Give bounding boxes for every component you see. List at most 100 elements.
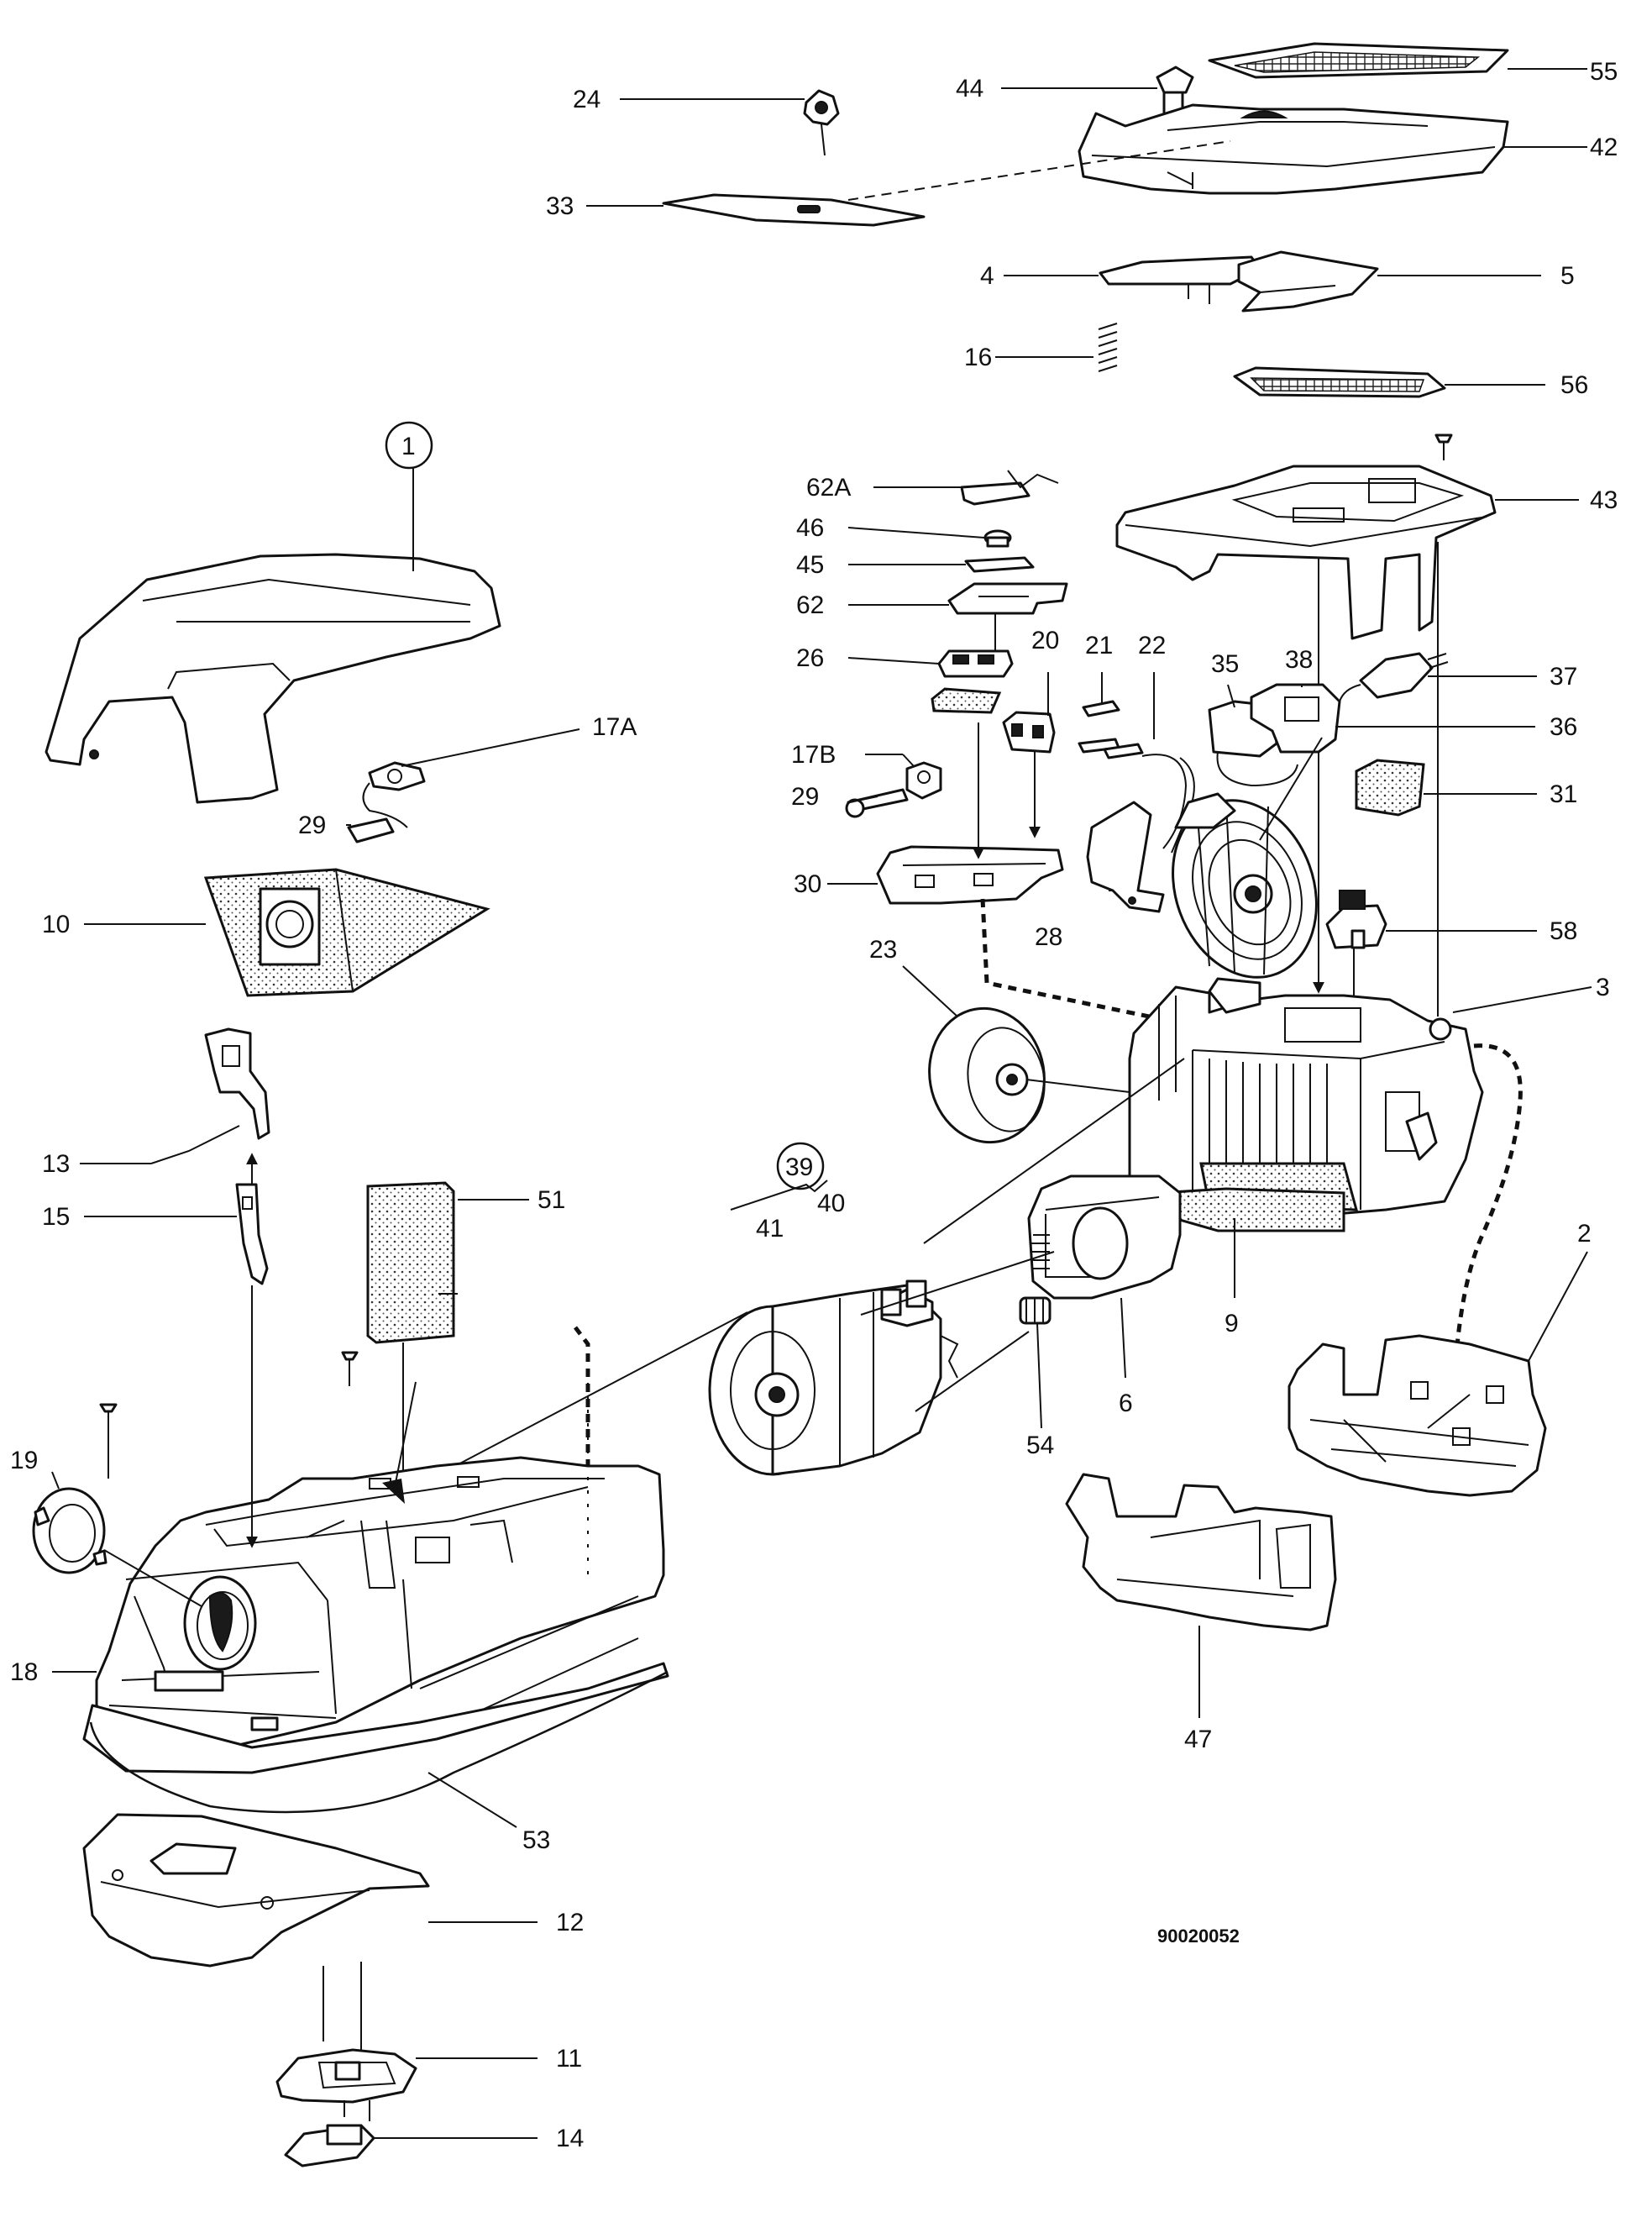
part-54-bushing — [1019, 1296, 1052, 1325]
callout-55: 55 — [1590, 58, 1618, 86]
part-43-top-frame — [1115, 465, 1497, 640]
part-62A-cable-clip — [960, 470, 1059, 506]
part-6-motor-housing — [1027, 1174, 1182, 1300]
part-56-filter-grille — [1233, 366, 1446, 398]
callout-18: 18 — [10, 1658, 38, 1686]
callout-13: 13 — [42, 1150, 70, 1178]
part-1-housing-hood — [45, 553, 501, 804]
callout-15: 15 — [42, 1203, 70, 1231]
part-47-insert — [1065, 1473, 1337, 1631]
callout-17B: 17B — [791, 741, 836, 769]
part-51-filter — [366, 1181, 455, 1344]
callout-11: 11 — [556, 2045, 582, 2073]
callout-10: 10 — [42, 911, 70, 938]
part-35-38-switch-housing — [1208, 683, 1341, 787]
part-20-terminal-block — [1002, 711, 1056, 754]
callout-ring-39 — [776, 1142, 825, 1190]
callout-56: 56 — [1560, 371, 1588, 399]
callout-16: 16 — [964, 344, 992, 371]
callout-43: 43 — [1590, 486, 1618, 514]
callout-58: 58 — [1550, 917, 1577, 945]
part-5-button — [1237, 250, 1379, 313]
part-36-cable-reel — [1172, 792, 1318, 979]
callout-26: 26 — [796, 644, 824, 672]
callout-47: 47 — [1184, 1726, 1212, 1753]
callout-17A: 17A — [592, 713, 637, 741]
pad-under-26 — [931, 687, 1002, 714]
part-45-plate — [964, 556, 1035, 573]
callout-29-upper: 29 — [298, 812, 326, 839]
part-10-dust-bag — [203, 868, 490, 997]
part-22-contacts — [1078, 738, 1195, 854]
part-18-main-housing — [95, 1456, 665, 1749]
part-24-knob — [803, 89, 840, 156]
callout-29-lower: 29 — [791, 783, 819, 811]
callout-leaders — [51, 68, 1592, 2139]
callout-9: 9 — [1225, 1310, 1239, 1337]
callout-28: 28 — [1035, 923, 1062, 951]
callout-22: 22 — [1138, 632, 1166, 659]
part-23-wheel — [928, 1006, 1046, 1144]
part-55-filter-grille — [1208, 42, 1509, 79]
callout-31: 31 — [1550, 780, 1577, 808]
part-21-contact — [1082, 700, 1120, 717]
screw-43 — [1434, 433, 1453, 460]
callout-5: 5 — [1560, 262, 1575, 290]
part-26-switch — [937, 649, 1014, 678]
callout-46: 46 — [796, 514, 824, 542]
callout-23: 23 — [869, 936, 897, 964]
part-31-foam-block — [1355, 759, 1425, 817]
callout-20: 20 — [1031, 627, 1059, 654]
screws-housing — [99, 1351, 359, 1479]
callout-2: 2 — [1577, 1220, 1592, 1248]
part-9-base-plate — [1157, 1187, 1345, 1232]
part-37-plug — [1339, 652, 1449, 702]
part-17A-connector — [368, 761, 426, 791]
callout-40: 40 — [817, 1190, 845, 1217]
part-33-cover-plate — [662, 193, 926, 227]
part-4-button — [1099, 255, 1261, 304]
callout-45: 45 — [796, 551, 824, 579]
part-46-button-cap — [983, 529, 1012, 548]
housing-inlet-port — [183, 1575, 257, 1671]
callout-38: 38 — [1285, 646, 1313, 674]
part-58-switch — [1325, 890, 1387, 949]
part-16-spring — [1098, 323, 1118, 372]
callout-19: 19 — [10, 1447, 38, 1474]
part-62-switch-plate — [947, 582, 1068, 615]
callout-35: 35 — [1211, 650, 1239, 678]
callout-6: 6 — [1119, 1390, 1133, 1417]
part-13-bag-holder — [204, 1027, 270, 1140]
part-39-motor-assembly — [708, 1180, 959, 1476]
part-29-lower-wire — [845, 788, 909, 818]
callout-62: 62 — [796, 591, 824, 619]
part-17B-lamp-holder — [905, 761, 942, 800]
callout-42: 42 — [1590, 134, 1618, 161]
callout-ring-1 — [385, 421, 433, 470]
callout-14: 14 — [556, 2125, 584, 2152]
drawing-code: 90020052 — [1157, 1926, 1240, 1947]
part-3-motor-chassis — [1128, 977, 1484, 1220]
callout-33: 33 — [546, 192, 574, 220]
part-19-ring — [32, 1487, 108, 1574]
callout-30: 30 — [794, 870, 821, 898]
callout-53: 53 — [522, 1826, 550, 1854]
callout-37: 37 — [1550, 663, 1577, 691]
callout-51: 51 — [538, 1186, 565, 1214]
part-53-seal — [82, 1662, 669, 1814]
callout-39: 39 — [785, 1153, 813, 1181]
callout-21: 21 — [1085, 632, 1113, 659]
callout-54: 54 — [1026, 1432, 1054, 1459]
callout-4: 4 — [980, 262, 994, 290]
callout-24: 24 — [573, 86, 600, 113]
part-30-switch-base — [876, 845, 1064, 905]
part-11-wheel-housing — [275, 2048, 417, 2104]
callout-62A: 62A — [806, 474, 851, 502]
part-28-bracket — [1086, 801, 1165, 913]
part-29-upper-wire — [347, 782, 408, 843]
callout-1: 1 — [401, 433, 416, 460]
callout-3: 3 — [1596, 974, 1610, 1001]
callout-12: 12 — [556, 1909, 584, 1936]
part-15-clip — [235, 1183, 269, 1285]
